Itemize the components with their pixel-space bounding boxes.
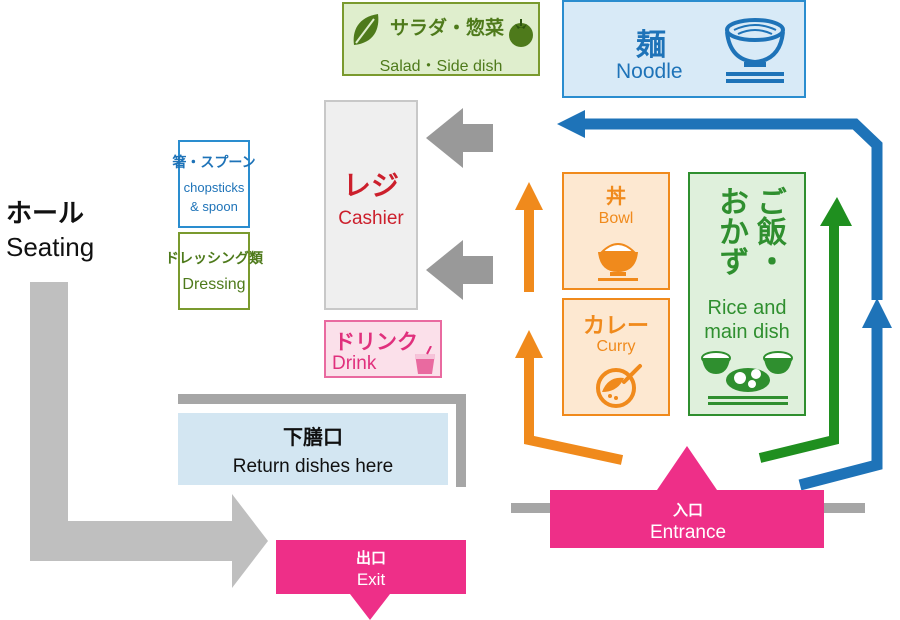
salad-label-en: Salad・Side dish bbox=[379, 58, 503, 75]
blue-flow-top bbox=[583, 118, 883, 300]
curry-station: カレー Curry bbox=[562, 298, 670, 416]
rice-label-jp: ご飯・ おかず bbox=[704, 186, 790, 276]
chopsticks-label-en-2: & spoon bbox=[190, 199, 238, 214]
return-wall bbox=[178, 394, 466, 487]
blue-flow bbox=[798, 326, 883, 491]
hall-label-jp: ホール bbox=[6, 199, 85, 229]
return-label-jp: 下膳口 bbox=[283, 424, 343, 449]
cashier-arrow-bottom bbox=[426, 240, 493, 300]
bowl-label-jp: 丼 bbox=[606, 184, 626, 208]
entrance-label-jp: 入口 bbox=[672, 500, 703, 519]
rice-label-en: Rice and main dish bbox=[690, 296, 804, 344]
exit-sign-shape bbox=[276, 540, 466, 620]
rice-label-jp-col1: おかず bbox=[713, 186, 748, 276]
return-station: 下膳口 Return dishes here bbox=[178, 413, 448, 485]
blue-arrowhead-left bbox=[557, 110, 585, 138]
curry-plate-icon bbox=[596, 364, 642, 408]
green-arrowhead bbox=[820, 197, 852, 226]
exit-flow-arrow bbox=[30, 282, 268, 588]
cashier-arrow-top bbox=[426, 108, 493, 168]
exit-label-jp: 出口 bbox=[355, 548, 386, 567]
salad-station: サラダ・惣菜 Salad・Side dish bbox=[342, 2, 540, 76]
blue-arrowhead bbox=[862, 298, 892, 328]
curry-label-en: Curry bbox=[596, 338, 636, 355]
dressing-station: ドレッシング類 Dressing bbox=[165, 232, 263, 310]
rice-label-jp-col2: ご飯・ bbox=[751, 186, 786, 276]
tomato-icon bbox=[509, 19, 533, 47]
cashier-label-en: Cashier bbox=[338, 208, 404, 229]
dressing-label-en: Dressing bbox=[182, 276, 246, 293]
chopsticks-label-jp: 箸・スプーン bbox=[172, 155, 256, 171]
entrance-sign: 入口 Entrance bbox=[552, 496, 824, 546]
bowl-station: 丼 Bowl bbox=[562, 172, 670, 290]
leaf-icon bbox=[353, 14, 379, 45]
rice-bowl-icon bbox=[598, 243, 638, 281]
bowl-label-en: Bowl bbox=[598, 210, 634, 227]
noodle-label-en: Noodle bbox=[616, 60, 683, 83]
noodle-station: 麺 Noodle bbox=[562, 0, 806, 98]
cashier-station: レジ Cashier bbox=[324, 100, 418, 310]
exit-sign: 出口 Exit bbox=[276, 546, 466, 590]
curry-label-jp: カレー bbox=[582, 314, 649, 339]
dressing-label-jp: ドレッシング類 bbox=[165, 251, 263, 267]
entrance-label-en: Entrance bbox=[649, 521, 727, 543]
rice-station: ご飯・ おかず Rice and main dish bbox=[688, 172, 806, 416]
meal-set-icon bbox=[701, 351, 793, 405]
cashier-label-jp: レジ bbox=[342, 169, 399, 202]
drink-label-en: Drink bbox=[332, 353, 377, 374]
return-label-en: Return dishes here bbox=[232, 455, 394, 477]
entrance-sign-shape bbox=[550, 446, 824, 548]
rice-label-en-2: main dish bbox=[704, 321, 790, 343]
hall-label-en: Seating bbox=[6, 232, 95, 262]
orange-arrowhead-upper bbox=[515, 182, 543, 210]
exit-label-en: Exit bbox=[356, 569, 386, 589]
drink-station: ドリンク Drink bbox=[324, 320, 442, 378]
green-flow bbox=[758, 222, 839, 463]
noodle-label-jp: 麺 bbox=[636, 28, 666, 63]
noodle-bowl-icon bbox=[725, 18, 785, 83]
chopsticks-label-en-1: chopsticks bbox=[183, 180, 245, 195]
cup-icon bbox=[415, 346, 435, 374]
drink-label-jp: ドリンク bbox=[334, 330, 418, 354]
orange-flow bbox=[524, 204, 624, 465]
orange-arrowhead-lower bbox=[515, 330, 543, 358]
chopsticks-station: 箸・スプーン chopsticks & spoon bbox=[172, 140, 256, 228]
rice-label-en-1: Rice and bbox=[707, 297, 787, 319]
salad-label-jp: サラダ・惣菜 bbox=[390, 17, 505, 39]
